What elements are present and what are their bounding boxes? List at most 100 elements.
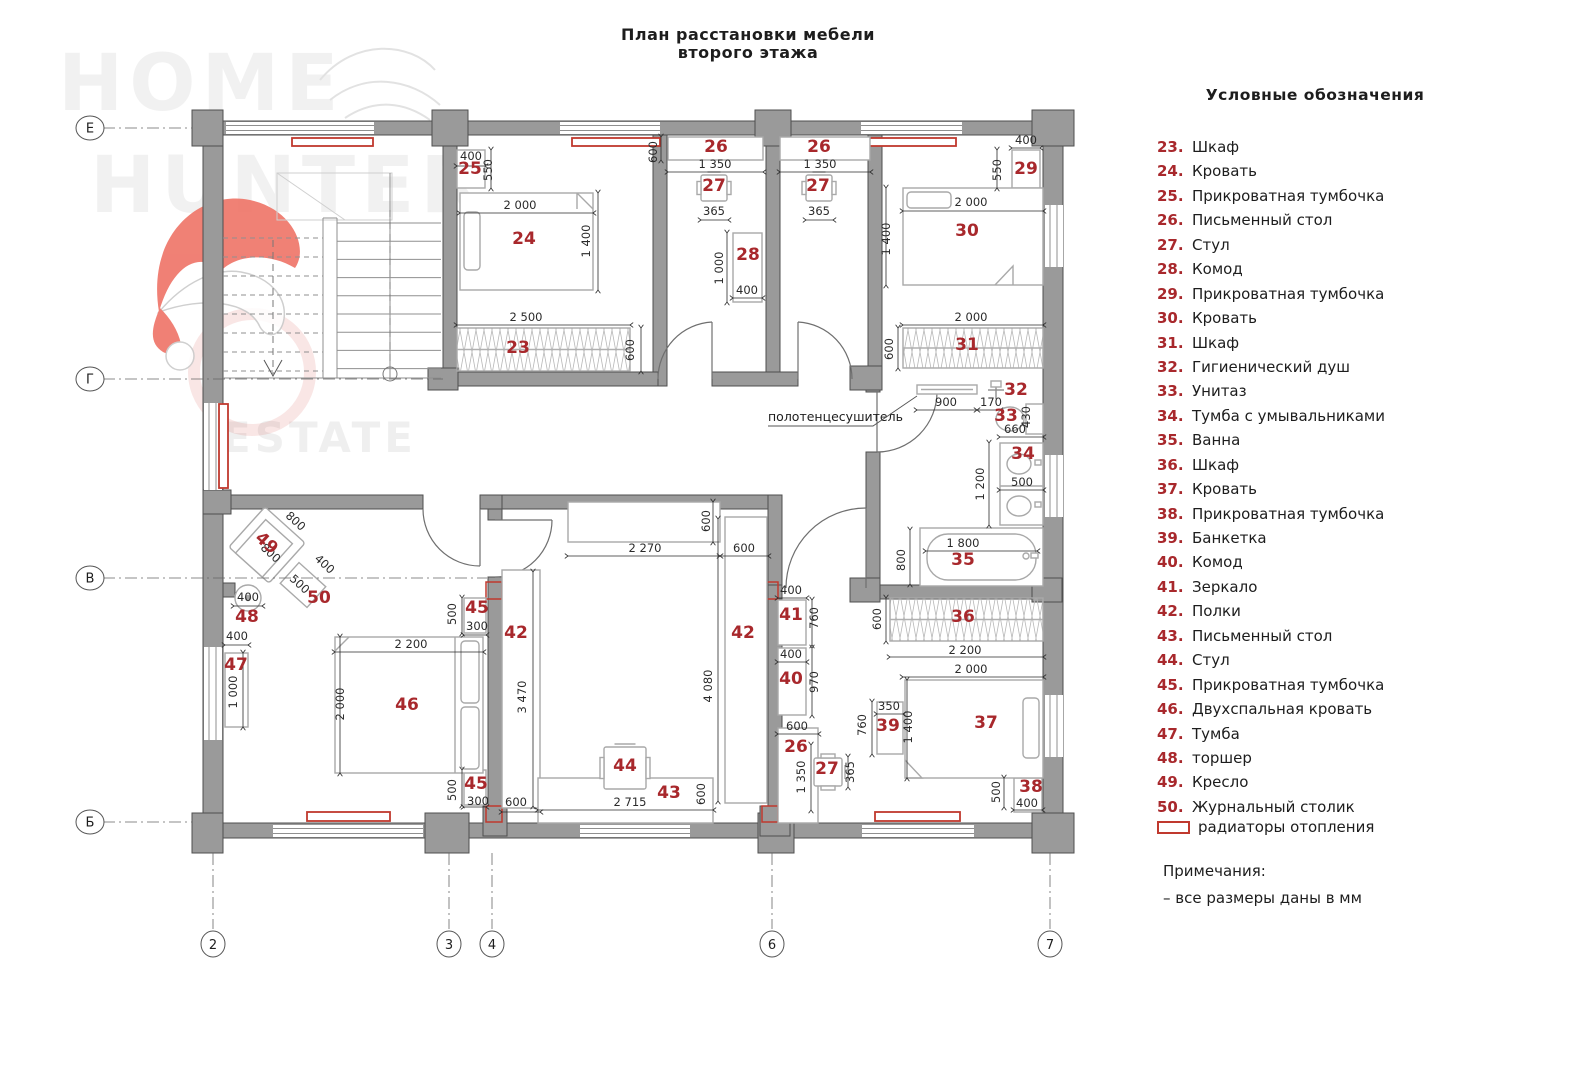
legend-item: 47.Тумба: [1157, 725, 1577, 749]
dresser-40: [777, 647, 807, 716]
legend-item-label: Кровать: [1192, 162, 1257, 181]
legend-item-number: 31.: [1157, 333, 1184, 352]
watermark-estate: ESTATE: [222, 413, 417, 462]
furniture-label-23: 23: [506, 338, 530, 358]
furniture-label-26: 26: [704, 137, 728, 157]
dimension-label: 500: [445, 603, 459, 625]
dimension-label: 400: [1016, 796, 1038, 810]
axis-bubble: [479, 930, 505, 958]
wall-post: [424, 812, 470, 854]
dimension-label: 1 350: [794, 761, 808, 794]
dimension-label: 1 400: [579, 225, 593, 258]
chair-27: [696, 171, 732, 202]
legend-item-number: 50.: [1157, 797, 1184, 816]
legend-item-label: Стул: [1192, 651, 1230, 670]
dimension-label: 2 715: [614, 795, 647, 809]
legend-item-number: 37.: [1157, 480, 1184, 499]
pillow: [460, 706, 480, 770]
bench-39: [876, 701, 904, 755]
armrest: [645, 756, 651, 780]
legend-item-number: 48.: [1157, 748, 1184, 767]
window: [273, 825, 423, 837]
pillow: [1022, 697, 1040, 759]
dimension-label: 1 000: [712, 252, 726, 285]
furniture-label-37: 37: [974, 713, 998, 733]
legend-item-number: 46.: [1157, 700, 1184, 719]
legend-item-label: Унитаз: [1192, 382, 1247, 401]
dimension-label: 550: [481, 159, 495, 181]
shelves-42: [724, 516, 768, 804]
dimension-label: 365: [808, 204, 830, 218]
dimension-label: 500: [1011, 475, 1033, 489]
toilet-33-tank: [1025, 403, 1044, 435]
legend-item: 23.Шкаф: [1157, 138, 1577, 162]
legend-item-label: Кресло: [1192, 773, 1249, 792]
legend-item-label: Тумба с умывальниками: [1192, 406, 1385, 425]
legend-item-number: 42.: [1157, 602, 1184, 621]
legend-item-number: 44.: [1157, 651, 1184, 670]
legend-item-label: торшер: [1192, 748, 1252, 767]
door-swing: [422, 508, 481, 567]
dimension-label: 1 400: [901, 711, 915, 744]
dimension-label: 3 470: [515, 681, 529, 714]
dimension-label: 400: [460, 149, 482, 163]
desk-26: [667, 136, 764, 161]
furniture-label-26: 26: [784, 737, 808, 757]
legend-item-number: 24.: [1157, 162, 1184, 181]
legend-item-label: Кровать: [1192, 309, 1257, 328]
axis-label: В: [86, 572, 95, 587]
legend-item-number: 49.: [1157, 773, 1184, 792]
legend-item-number: 35.: [1157, 431, 1184, 450]
legend-item-label: Шкаф: [1192, 333, 1240, 352]
dimension-label: 1 400: [879, 223, 893, 256]
dimension-label: 1 200: [973, 468, 987, 501]
staircase: [223, 172, 441, 382]
dimension-label: 400: [736, 283, 758, 297]
callout-text: полотенцесушитель: [768, 409, 903, 424]
axis-label: 7: [1046, 938, 1054, 953]
legend-item-label: Стул: [1192, 235, 1230, 254]
page-title: План расстановки мебели второго этажа: [448, 26, 1048, 62]
dimension-label: 2 000: [333, 688, 347, 721]
axis-label: 3: [445, 938, 453, 953]
legend-header: Условные обозначения: [1205, 86, 1425, 104]
axis-bubble: [1037, 930, 1063, 958]
legend-item-label: Шкаф: [1192, 138, 1240, 156]
dimension-label: 2 000: [955, 662, 988, 676]
dimension-label: 600: [733, 541, 755, 555]
legend-item-label: Прикроватная тумбочка: [1192, 675, 1385, 694]
blanket-fold: [576, 192, 594, 210]
axis-bubble: [75, 115, 105, 141]
axis-bubble: [759, 930, 785, 958]
furniture-label-32: 32: [1004, 380, 1028, 400]
legend-item-number: 26.: [1157, 211, 1184, 230]
dimension-label: 365: [843, 761, 857, 783]
dimension-label: 1 350: [699, 157, 732, 171]
drain: [1022, 552, 1030, 560]
dimension-label: 550: [990, 159, 1004, 181]
furniture-label-35: 35: [951, 550, 975, 570]
legend-item-number: 34.: [1157, 406, 1184, 425]
legend-item-label: Прикроватная тумбочка: [1192, 186, 1385, 205]
armchair-49: [229, 507, 305, 583]
wall-post: [849, 577, 881, 603]
furniture-label-38: 38: [1019, 777, 1043, 797]
nightstand-25: [456, 149, 486, 189]
furniture-label-27: 27: [806, 176, 830, 196]
wall: [487, 508, 503, 521]
legend-item-label: Гигиенический душ: [1192, 357, 1350, 376]
legend-item-number: 36.: [1157, 455, 1184, 474]
furniture-label-45: 45: [465, 598, 489, 618]
window: [1045, 695, 1063, 757]
furniture-label-29: 29: [1014, 159, 1038, 179]
coffee-table-50: [279, 561, 327, 609]
legend-item-number: 43.: [1157, 626, 1184, 645]
chair-27: [813, 753, 846, 791]
legend-item-number: 41.: [1157, 577, 1184, 596]
plan-shape: [276, 172, 393, 221]
legend-item-number: 45.: [1157, 675, 1184, 694]
legend-item: 26.Письменный стол: [1157, 211, 1577, 235]
bathtub-35-inner: [926, 533, 1037, 581]
wall-post: [222, 582, 236, 598]
